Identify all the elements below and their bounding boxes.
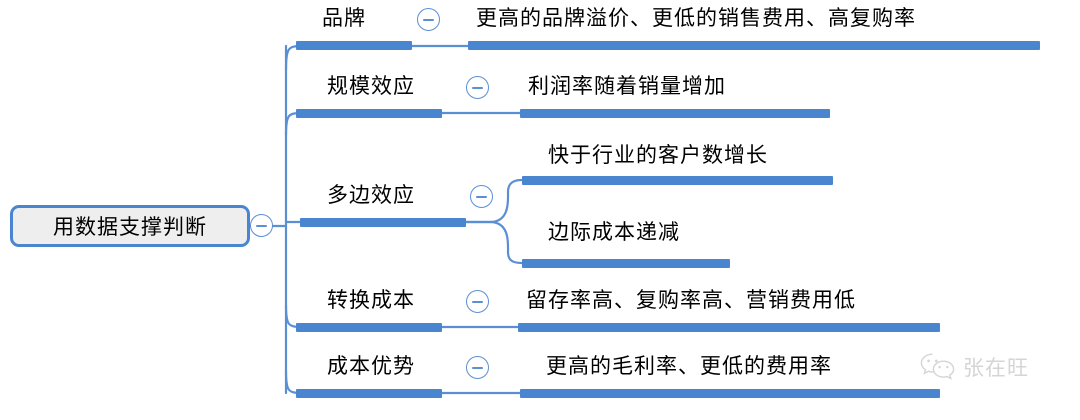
branch-1-collapse-minus-icon[interactable] — [417, 8, 440, 31]
root-node[interactable]: 用数据支撑判断 — [10, 205, 250, 247]
leaf-bar-5-1 — [520, 389, 940, 398]
leaf-bar-2-1 — [520, 109, 830, 118]
leaf-bar-3-1 — [522, 176, 833, 185]
branch-label-2[interactable]: 规模效应 — [327, 74, 415, 98]
watermark: 张在旺 — [920, 352, 1029, 382]
branch-bar-4 — [296, 323, 442, 332]
leaf-label-3-2[interactable]: 边际成本递减 — [548, 220, 680, 244]
leaf-label-3-1[interactable]: 快于行业的客户数增长 — [548, 143, 768, 167]
branch-label-3[interactable]: 多边效应 — [327, 183, 415, 207]
branch-4-collapse-minus-icon[interactable] — [466, 290, 489, 313]
branch-3-collapse-minus-icon[interactable] — [470, 185, 493, 208]
connector-leaf-3-1 — [464, 178, 524, 224]
leaf-bar-4-1 — [518, 323, 940, 332]
leaf-label-5-1[interactable]: 更高的毛利率、更低的费用率 — [546, 354, 832, 378]
branch-bar-3 — [300, 218, 466, 227]
leaf-label-1-1[interactable]: 更高的品牌溢价、更低的销售费用、高复购率 — [476, 6, 916, 30]
leaf-label-4-1[interactable]: 留存率高、复购率高、营销费用低 — [526, 288, 856, 312]
branch-label-1[interactable]: 品牌 — [322, 6, 366, 30]
wechat-icon — [920, 353, 955, 380]
root-collapse-minus-icon[interactable] — [250, 214, 273, 237]
branch-bar-2 — [296, 109, 442, 118]
connector-leaf-3-2 — [464, 220, 524, 265]
branch-label-5[interactable]: 成本优势 — [327, 354, 415, 378]
watermark-text: 张在旺 — [963, 356, 1029, 380]
branch-2-collapse-minus-icon[interactable] — [466, 76, 489, 99]
leaf-label-2-1[interactable]: 利润率随着销量增加 — [528, 74, 726, 98]
branch-bar-1 — [296, 41, 412, 50]
branch-label-4[interactable]: 转换成本 — [327, 288, 415, 312]
root-node-label: 用数据支撑判断 — [53, 215, 207, 239]
branch-bar-5 — [296, 389, 442, 398]
leaf-bar-1-1 — [468, 41, 1040, 50]
leaf-bar-3-2 — [522, 259, 730, 268]
branch-5-collapse-minus-icon[interactable] — [466, 356, 489, 379]
